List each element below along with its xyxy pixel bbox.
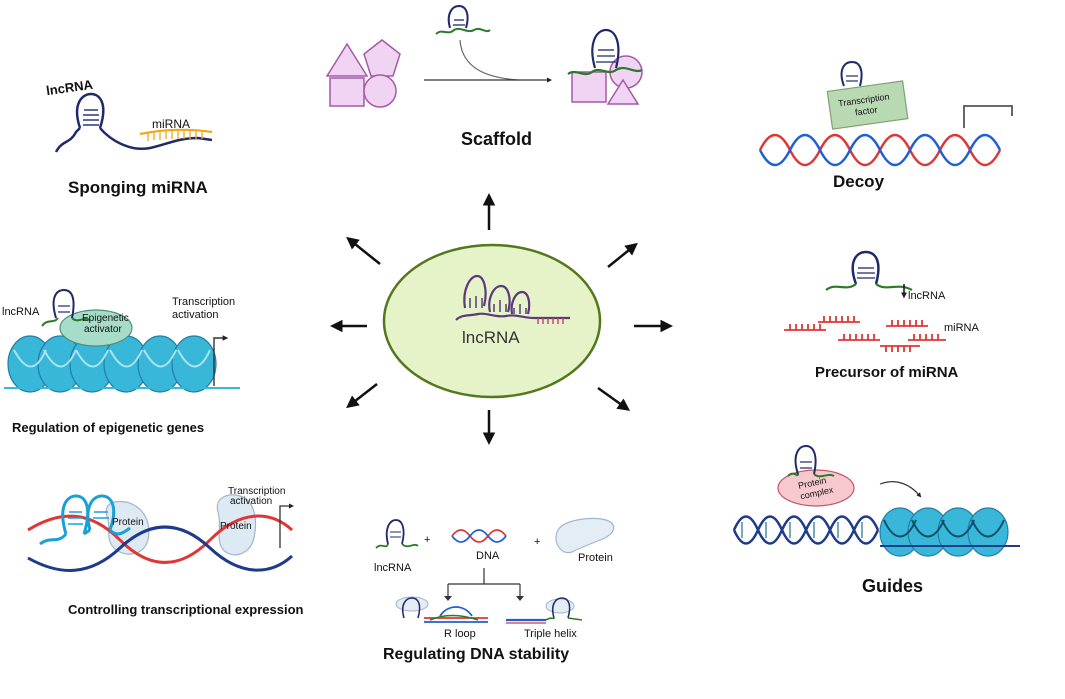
epigenetic-lncrna-label: lncRNA [2, 306, 40, 318]
sponging-illustration [54, 92, 213, 153]
epigenetic-activator-2: activator [84, 324, 122, 335]
arrow-guides [597, 386, 631, 411]
epigenetic-activator-1: Epigenetic [82, 313, 129, 324]
arrow-sponging [346, 236, 381, 265]
controlling-transcription-1: Transcription [228, 486, 286, 497]
stability-dna-label: DNA [476, 550, 500, 562]
epigenetic-transcription-1: Transcription [172, 296, 236, 308]
center-lncrna-node [382, 243, 602, 399]
controlling-title: Controlling transcriptional expression [68, 602, 304, 617]
precursor-lncrna-label: lncRNA [908, 290, 946, 302]
decoy-illustration [758, 60, 1013, 167]
stability-lncrna-label: lncRNA [374, 562, 412, 574]
precursor-title: Precursor of miRNA [815, 364, 959, 381]
epigenetic-transcription-2: activation [172, 309, 219, 321]
mirna-fragments [784, 316, 946, 352]
controlling-protein-2: Protein [220, 521, 252, 532]
precursor-illustration [784, 250, 946, 352]
arrow-decoy [607, 242, 638, 268]
scaffold-illustration [325, 4, 643, 108]
guides-illustration [732, 444, 1020, 557]
epigenetic-title: Regulation of epigenetic genes [12, 420, 205, 435]
precursor-mirna-label: miRNA [944, 322, 979, 334]
sponging-title: Sponging miRNA [68, 178, 208, 197]
sponging-mirna-label: miRNA [152, 117, 190, 131]
center-label: lncRNA [462, 328, 520, 347]
stability-title: Regulating DNA stability [383, 646, 570, 663]
stability-illustration [375, 517, 615, 624]
stability-plus-1: + [424, 534, 431, 546]
stability-triple-label: Triple helix [524, 628, 577, 640]
controlling-transcription-2: activation [230, 496, 273, 507]
center-hairpins-icon [455, 274, 570, 321]
stability-plus-2: + [534, 536, 541, 548]
controlling-illustration [27, 494, 295, 572]
center-tail-ticks [537, 318, 564, 324]
controlling-protein-1: Protein [112, 517, 144, 528]
guides-title: Guides [862, 576, 924, 596]
stability-protein-label: Protein [578, 552, 613, 564]
epigenetic-illustration [4, 288, 240, 393]
arrow-controlling [346, 383, 378, 409]
radial-arrows [330, 193, 673, 445]
decoy-title: Decoy [833, 172, 885, 191]
scaffold-title: Scaffold [461, 129, 533, 149]
stability-rloop-label: R loop [444, 628, 476, 640]
